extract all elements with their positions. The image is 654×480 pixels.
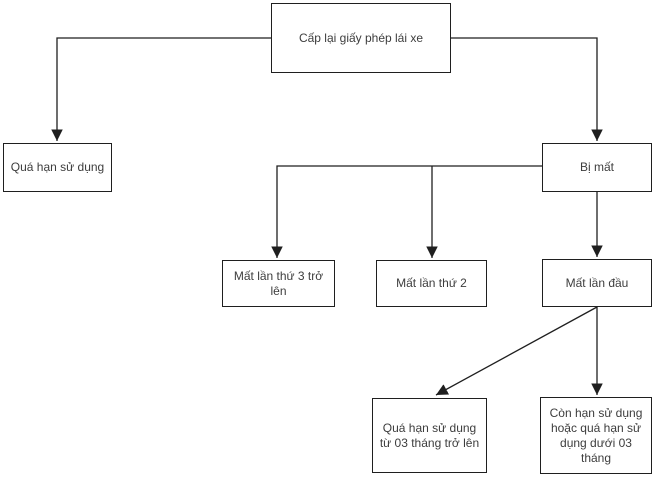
node-lost-first-time: Mất lần đầu [542, 259, 652, 307]
node-lost-first-time-label: Mất lần đầu [565, 275, 629, 290]
edge-reissue-expired [51, 37, 271, 141]
node-expired-over-3-months: Quá hạn sử dụng từ 03 tháng trở lên [372, 398, 487, 473]
node-lost-second-time: Mất lần thứ 2 [376, 260, 487, 307]
node-lost: Bị mất [542, 143, 652, 192]
edge-reissue-lost [451, 37, 603, 141]
node-valid-or-expired-under-3-months: Còn hạn sử dụng hoặc quá hạn sử dụng dướ… [540, 397, 652, 474]
node-valid-or-expired-under-3-months-label: Còn hạn sử dụng hoặc quá hạn sử dụng dướ… [549, 405, 643, 465]
node-lost-third-time-label: Mất lần thứ 3 trở lên [233, 268, 324, 298]
node-expired: Quá hạn sử dụng [3, 143, 112, 192]
node-expired-over-3-months-label: Quá hạn sử dụng từ 03 tháng trở lên [379, 420, 480, 450]
node-reissue-license-label: Cấp lại giấy phép lái xe [298, 30, 424, 45]
edge-lost-lost-third [271, 165, 542, 258]
node-reissue-license: Cấp lại giấy phép lái xe [271, 3, 451, 73]
node-expired-label: Quá hạn sử dụng [10, 160, 105, 174]
node-lost-second-time-label: Mất lần thứ 2 [396, 276, 467, 290]
edge-lost-first-expired-3-months [435, 306, 598, 396]
node-lost-label: Bị mất [579, 160, 614, 174]
node-lost-third-time: Mất lần thứ 3 trở lên [222, 260, 335, 307]
